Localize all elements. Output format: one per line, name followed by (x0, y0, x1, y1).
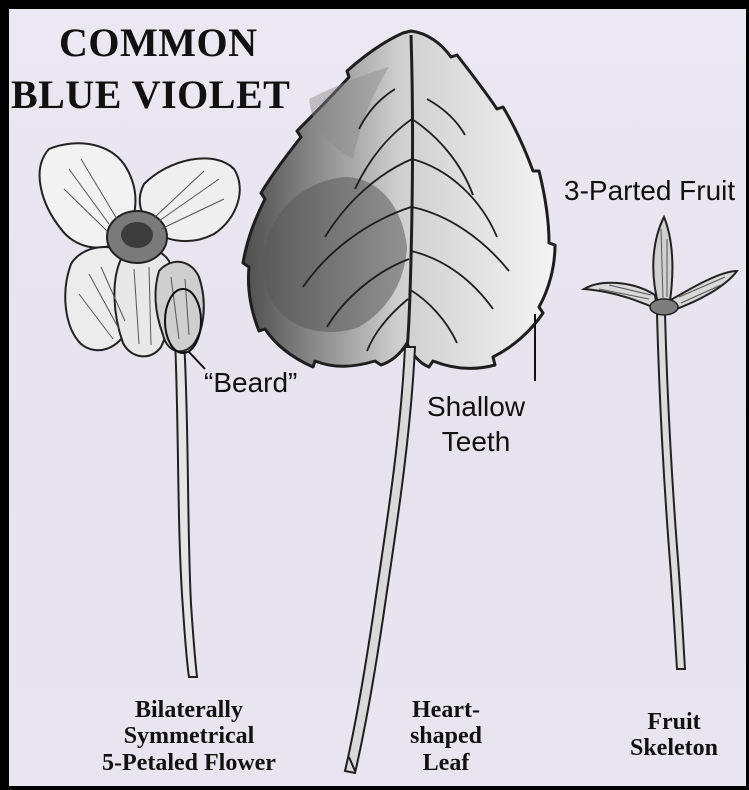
fruit-caption-line-2: Skeleton (609, 735, 739, 761)
flower-caption: Bilaterally Symmetrical 5-Petaled Flower (64, 697, 314, 776)
leaf-caption-line-3: Leaf (381, 750, 511, 776)
fruit-top-label: 3-Parted Fruit (564, 177, 735, 205)
shallow-teeth-line-2: Teeth (427, 424, 525, 459)
beard-leader (189, 352, 205, 369)
leaf-caption-line-1: Heart- (381, 697, 511, 723)
fruit-caption: Fruit Skeleton (609, 709, 739, 762)
leaf-caption-line-2: shaped (381, 723, 511, 749)
fruit-valve-left (584, 283, 657, 309)
shallow-teeth-label: Shallow Teeth (427, 389, 525, 459)
flower-caption-line-3: 5-Petaled Flower (64, 750, 314, 776)
fruit-valve-right (669, 271, 737, 311)
flower-caption-line-1: Bilaterally (64, 697, 314, 723)
title-line-1: COMMON (59, 23, 258, 63)
fruit-stem (657, 314, 685, 669)
beard-label: “Beard” (204, 369, 297, 397)
flower-stem (175, 339, 197, 677)
fruit-skeleton (584, 217, 737, 669)
violet-flower (40, 143, 240, 677)
fruit-caption-line-1: Fruit (609, 709, 739, 735)
flower-caption-line-2: Symmetrical (64, 723, 314, 749)
shallow-teeth-line-1: Shallow (427, 389, 525, 424)
illustration (9, 9, 746, 786)
title-line-2: BLUE VIOLET (11, 75, 290, 115)
leaf-caption: Heart- shaped Leaf (381, 697, 511, 776)
